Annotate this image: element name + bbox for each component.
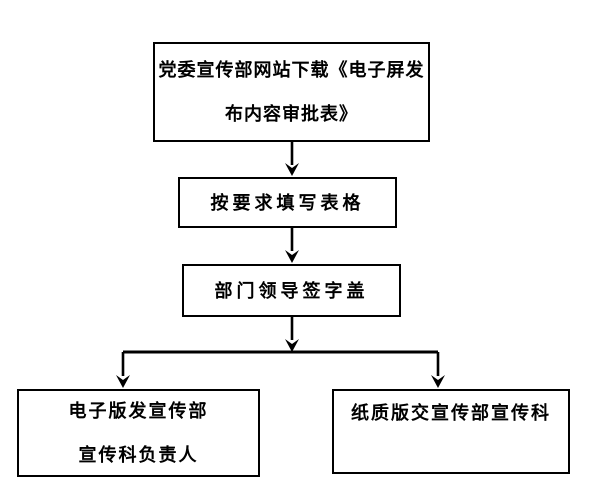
node-text-line: 纸质版交宣传部宣传科: [351, 403, 551, 423]
arrowhead-down-icon: [285, 339, 299, 352]
flow-node-paper-copy: 纸质版交宣传部宣传科: [332, 389, 570, 474]
node-text-line: 布内容审批表》: [225, 104, 358, 124]
flow-node-download-form: 党委宣传部网站下载《电子屏发 布内容审批表》: [153, 42, 430, 142]
node-text-line: 电子版发宣传部: [68, 401, 209, 421]
flow-node-leader-sign: 部门领导签字盖: [182, 264, 401, 317]
flow-node-electronic-copy: 电子版发宣传部 宣传科负责人: [17, 389, 260, 477]
arrowhead-down-icon: [285, 250, 299, 263]
node-text-line: 按要求填写表格: [210, 192, 365, 213]
node-text-line: 党委宣传部网站下载《电子屏发: [158, 60, 425, 80]
arrowhead-down-icon: [431, 375, 445, 388]
arrowhead-down-icon: [285, 163, 299, 176]
arrowhead-down-icon: [116, 375, 130, 388]
flow-node-fill-form: 按要求填写表格: [178, 177, 397, 228]
node-text-line: 宣传科负责人: [78, 445, 199, 465]
node-text-line: 部门领导签字盖: [214, 280, 369, 301]
